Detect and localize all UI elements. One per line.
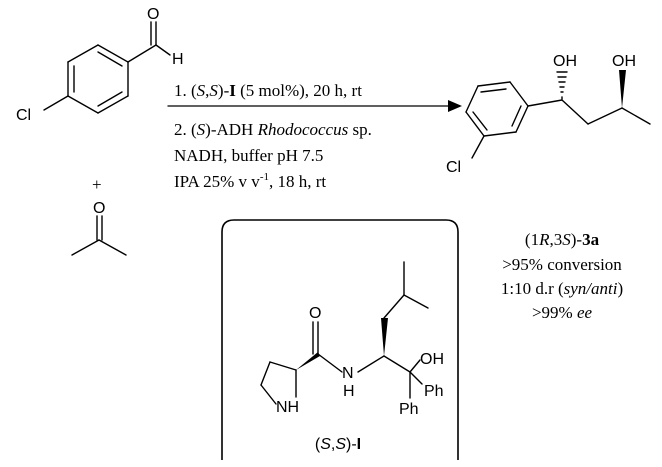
product-conversion: >95% conversion	[502, 255, 622, 274]
condition-line3: NADH, buffer pH 7.5	[174, 146, 323, 165]
product-label: (1R,3S)-3a	[525, 230, 600, 249]
aldehyde-hydrogen-label: H	[172, 51, 184, 68]
product-bonds	[465, 81, 651, 159]
aldehyde-structure: O H Cl	[16, 6, 184, 124]
product-dr: 1:10 d.r (syn/anti)	[501, 279, 623, 298]
catalyst-oh-label: OH	[420, 351, 444, 368]
catalyst-label: (S,S)-I	[315, 436, 361, 453]
condition-line4: IPA 25% v v-1, 18 h, rt	[174, 171, 326, 191]
product-bold-wedge	[619, 70, 626, 108]
catalyst-box: O NH N H OH Ph Ph (S,S)-I	[221, 219, 459, 460]
product-structure: OH OH Cl	[446, 53, 651, 176]
aldehyde-bonds	[43, 21, 171, 114]
aldehyde-oxygen-label: O	[147, 6, 159, 23]
product-oh2-label: OH	[612, 53, 636, 70]
catalyst-bonds	[260, 261, 429, 405]
product-hashed-wedge	[556, 71, 568, 100]
catalyst-ph1-label: Ph	[424, 383, 444, 400]
acetone-oxygen-label: O	[93, 200, 105, 217]
reaction-arrow	[167, 100, 462, 112]
product-chlorine-label: Cl	[446, 159, 461, 176]
catalyst-ring-nh-label: NH	[276, 399, 299, 416]
condition-step1: 1. (S,S)-I (5 mol%), 20 h, rt	[174, 81, 362, 100]
acetone-structure: O	[71, 200, 127, 256]
product-ee: >99% ee	[532, 303, 593, 322]
catalyst-amide-n-label: N	[342, 365, 354, 382]
catalyst-ph2-label: Ph	[399, 401, 419, 418]
condition-step2: 2. (S)-ADH Rhodococcus sp.	[174, 120, 372, 139]
aldehyde-chlorine-label: Cl	[16, 107, 31, 124]
product-oh1-label: OH	[553, 53, 577, 70]
catalyst-oxygen-label: O	[309, 305, 321, 322]
catalyst-amide-h-label: H	[343, 383, 355, 400]
plus-sign: +	[92, 175, 102, 194]
